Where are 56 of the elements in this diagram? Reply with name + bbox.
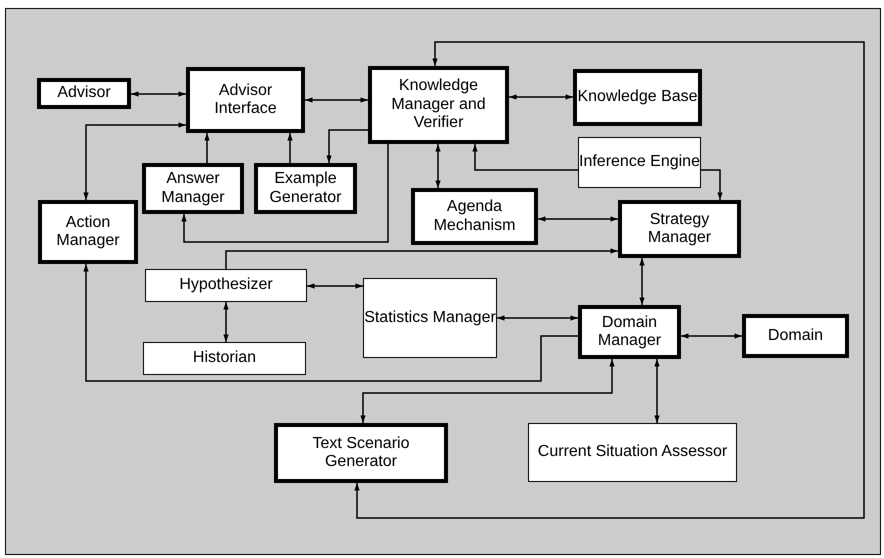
process-box: [38, 200, 138, 264]
process-box: [274, 423, 448, 483]
connector-arrow: [472, 144, 578, 171]
process-box: [145, 269, 307, 302]
node-label: Action Manager: [55, 214, 121, 250]
node-label: Text Scenario Generator: [312, 434, 410, 472]
connector-arrow: [131, 91, 186, 97]
node-label: Domain: [768, 326, 824, 346]
connector-arrow: [326, 129, 368, 163]
process-box: [528, 423, 737, 482]
process-box: [142, 163, 244, 214]
node-label: Example Generator: [268, 170, 343, 207]
connector-arrow: [287, 133, 293, 163]
process-box: [254, 163, 357, 214]
node-label: Advisor Interface: [213, 82, 278, 118]
connector-arrow: [538, 216, 618, 222]
connector-arrow: [639, 258, 645, 305]
connector-arrow: [223, 302, 229, 342]
connector-arrow: [681, 333, 742, 339]
process-box: [37, 78, 131, 109]
connector-arrow: [701, 169, 723, 200]
connector-arrow: [435, 144, 441, 188]
process-box: [578, 305, 681, 359]
node-label: Answer Manager: [160, 170, 226, 207]
node-label: Current Situation Assessor: [538, 443, 728, 462]
node-label: Knowledge Manager and Verifier: [390, 77, 487, 133]
process-box: [363, 278, 497, 358]
connector-arrow: [204, 133, 210, 163]
connector-arrow: [354, 41, 865, 519]
process-box: [618, 200, 741, 258]
connector-arrow: [360, 359, 615, 423]
connector-arrow: [307, 283, 363, 289]
connector-arrow: [181, 144, 389, 243]
process-box: [578, 137, 701, 188]
process-box: [411, 188, 538, 245]
process-box: [573, 69, 702, 126]
node-label: Statistics Manager: [364, 308, 496, 328]
connector-arrow: [654, 359, 660, 423]
connector-arrow: [83, 264, 578, 382]
process-box: [368, 66, 509, 144]
connector-arrow: [225, 248, 618, 269]
node-label: Agenda Mechanism: [432, 198, 516, 235]
node-label: Inference Engine: [579, 153, 700, 172]
process-box: [742, 314, 849, 358]
node-label: Knowledge Base: [577, 88, 698, 107]
connector-arrow: [83, 122, 186, 200]
connector-arrow: [497, 315, 578, 321]
node-label: Strategy Manager: [646, 210, 712, 248]
node-label: Hypothesizer: [179, 276, 273, 295]
connector-arrow: [305, 97, 368, 103]
node-label: Historian: [192, 349, 256, 368]
connector-arrow: [509, 94, 573, 100]
node-label: Advisor: [57, 84, 111, 103]
process-box: [186, 67, 305, 133]
node-label: Domain Manager: [596, 314, 662, 350]
process-box: [143, 342, 306, 375]
